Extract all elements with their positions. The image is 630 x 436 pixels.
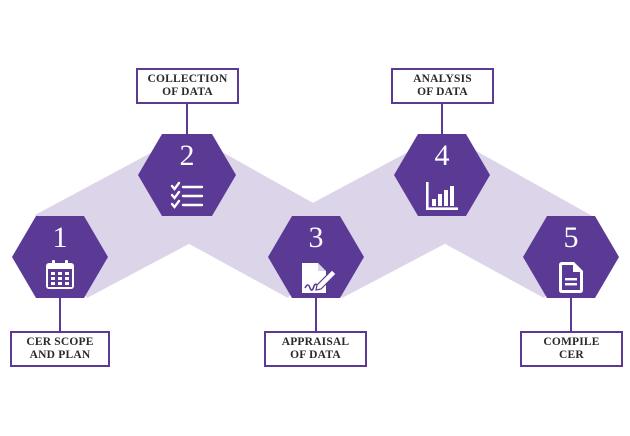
calendar-icon <box>46 260 74 289</box>
step-number-3: 3 <box>309 221 324 254</box>
hexagon-step-4 <box>394 134 490 216</box>
step-number-5: 5 <box>564 221 579 254</box>
label-step-3-line1: APPRAISAL <box>281 336 350 348</box>
label-step-5-line1: COMPILE <box>543 336 600 348</box>
label-step-2-line2: OF DATA <box>162 86 213 98</box>
label-step-4: ANALYSIS OF DATA <box>391 68 494 104</box>
hexagon-step-5 <box>523 216 619 298</box>
hexagon-step-3 <box>268 216 364 298</box>
hexagon-step-2 <box>138 134 236 216</box>
label-step-3-line2: OF DATA <box>290 349 341 361</box>
connector-lines <box>59 103 572 332</box>
label-step-1: CER SCOPE AND PLAN <box>10 331 110 367</box>
step-number-4: 4 <box>435 139 450 172</box>
label-step-5: COMPILE CER <box>520 331 623 367</box>
label-step-1-line1: CER SCOPE <box>26 336 94 348</box>
label-step-4-line2: OF DATA <box>417 86 468 98</box>
label-step-2-line1: COLLECTION <box>147 73 228 85</box>
document-icon <box>559 262 583 293</box>
hexagon-step-1 <box>12 216 108 298</box>
checklist-icon <box>170 181 204 209</box>
label-step-5-line2: CER <box>559 349 584 361</box>
step-number-2: 2 <box>180 139 195 172</box>
bar-chart-icon <box>426 182 458 210</box>
label-step-2: COLLECTION OF DATA <box>136 68 239 104</box>
label-step-3: APPRAISAL OF DATA <box>264 331 367 367</box>
label-step-4-line1: ANALYSIS <box>413 73 472 85</box>
label-step-1-line2: AND PLAN <box>29 349 91 361</box>
step-number-1: 1 <box>53 221 68 254</box>
document-pen-icon <box>302 263 337 293</box>
